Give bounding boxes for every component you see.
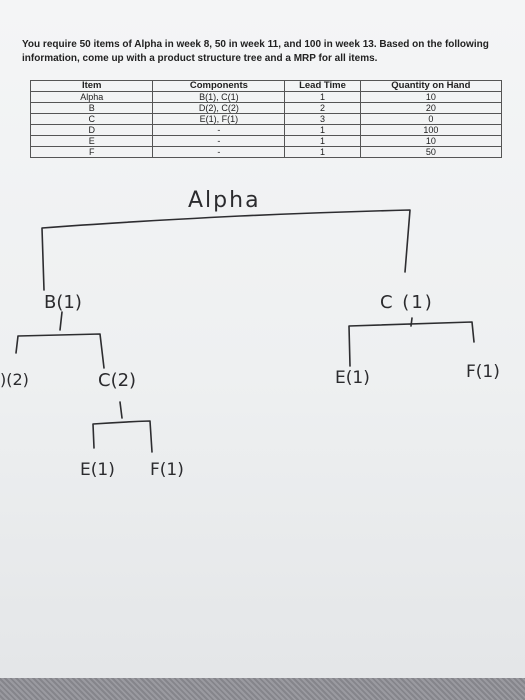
carpet-background [0,678,525,700]
cell-lead-time: 1 [284,146,361,158]
tree-node-e-right: E(1) [335,368,370,388]
root-branch-line [41,209,411,291]
bill-of-materials-table: Item Components Lead Time Quantity on Ha… [29,80,503,158]
cell-item: F [29,146,154,158]
tree-node-c2: C(2) [98,370,137,391]
tree-node-f-right: F(1) [466,362,500,382]
tree-node-f-left: F(1) [150,460,184,480]
cell-quantity: 50 [359,146,503,158]
table-row: F - 1 50 [29,146,503,158]
worksheet-paper: You require 50 items of Alpha in week 8,… [0,0,525,678]
tree-node-e-left: E(1) [80,460,115,480]
product-tree-connectors [15,209,475,453]
c-branch-line [348,317,475,367]
problem-statement: You require 50 items of Alpha in week 8,… [22,39,489,64]
tree-node-d: )(2) [0,370,29,389]
b-branch-line [15,311,105,369]
tree-node-b: B(1) [44,292,82,313]
tree-node-c: C (1) [380,292,434,313]
c2-branch-line [92,401,153,453]
table-row: B D(2), C(2) 2 20 [29,102,503,114]
tree-root-alpha: Alpha [188,188,261,213]
table-header-row: Item Components Lead Time Quantity on Ha… [29,80,503,92]
